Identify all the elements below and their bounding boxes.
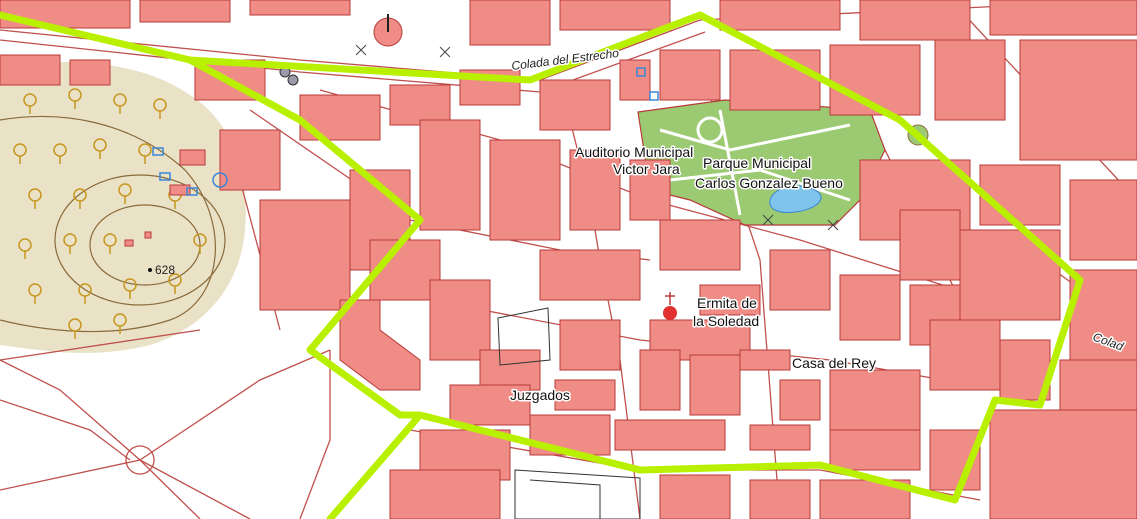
tree-icon (68, 88, 82, 109)
park-paths (659, 109, 851, 216)
tree-icon (73, 188, 87, 209)
tree-icon (23, 93, 37, 114)
gauge-icon (373, 14, 403, 47)
elevation-point (148, 268, 152, 272)
place-label: Carlos Gonzalez Bueno (695, 175, 843, 191)
hexagon-marker (279, 66, 299, 86)
blue-markers (152, 67, 659, 196)
tree-icon (68, 318, 82, 339)
place-label: Auditorio Municipal (575, 144, 693, 160)
tree-icon (93, 138, 107, 159)
place-label: Victor Jara (613, 161, 680, 177)
church-icon (663, 292, 677, 320)
place-label: Juzgados (510, 387, 570, 403)
tree-icon (113, 313, 127, 334)
tree-icon (63, 233, 77, 254)
route-line (0, 11, 1084, 519)
tree-icon (18, 238, 32, 259)
tree-icon (123, 278, 137, 299)
place-label: Ermita de (697, 295, 757, 311)
tree-icon (193, 233, 207, 254)
tree-icon (78, 283, 92, 304)
tree-icon (103, 233, 117, 254)
hill-area (0, 62, 246, 353)
place-label: Casa del Rey (792, 355, 876, 371)
tree-symbols (13, 88, 207, 339)
tree-icon (118, 183, 132, 204)
contour-lines (0, 115, 226, 333)
tree-icon (153, 98, 167, 119)
pond (769, 185, 822, 213)
tree-icon (53, 143, 67, 164)
sports-area (497, 307, 641, 519)
elevation-label: 628 (155, 263, 175, 277)
cross-icon (355, 44, 839, 231)
place-label: la Soledad (693, 313, 759, 329)
tree-icon (28, 188, 42, 209)
tree-icon (113, 93, 127, 114)
tree-icon (138, 143, 152, 164)
tree-icon (168, 273, 182, 294)
tree-icon (13, 143, 27, 164)
tree-icon (28, 283, 42, 304)
route-line (186, 56, 424, 419)
place-label: Parque Municipal (703, 155, 811, 171)
